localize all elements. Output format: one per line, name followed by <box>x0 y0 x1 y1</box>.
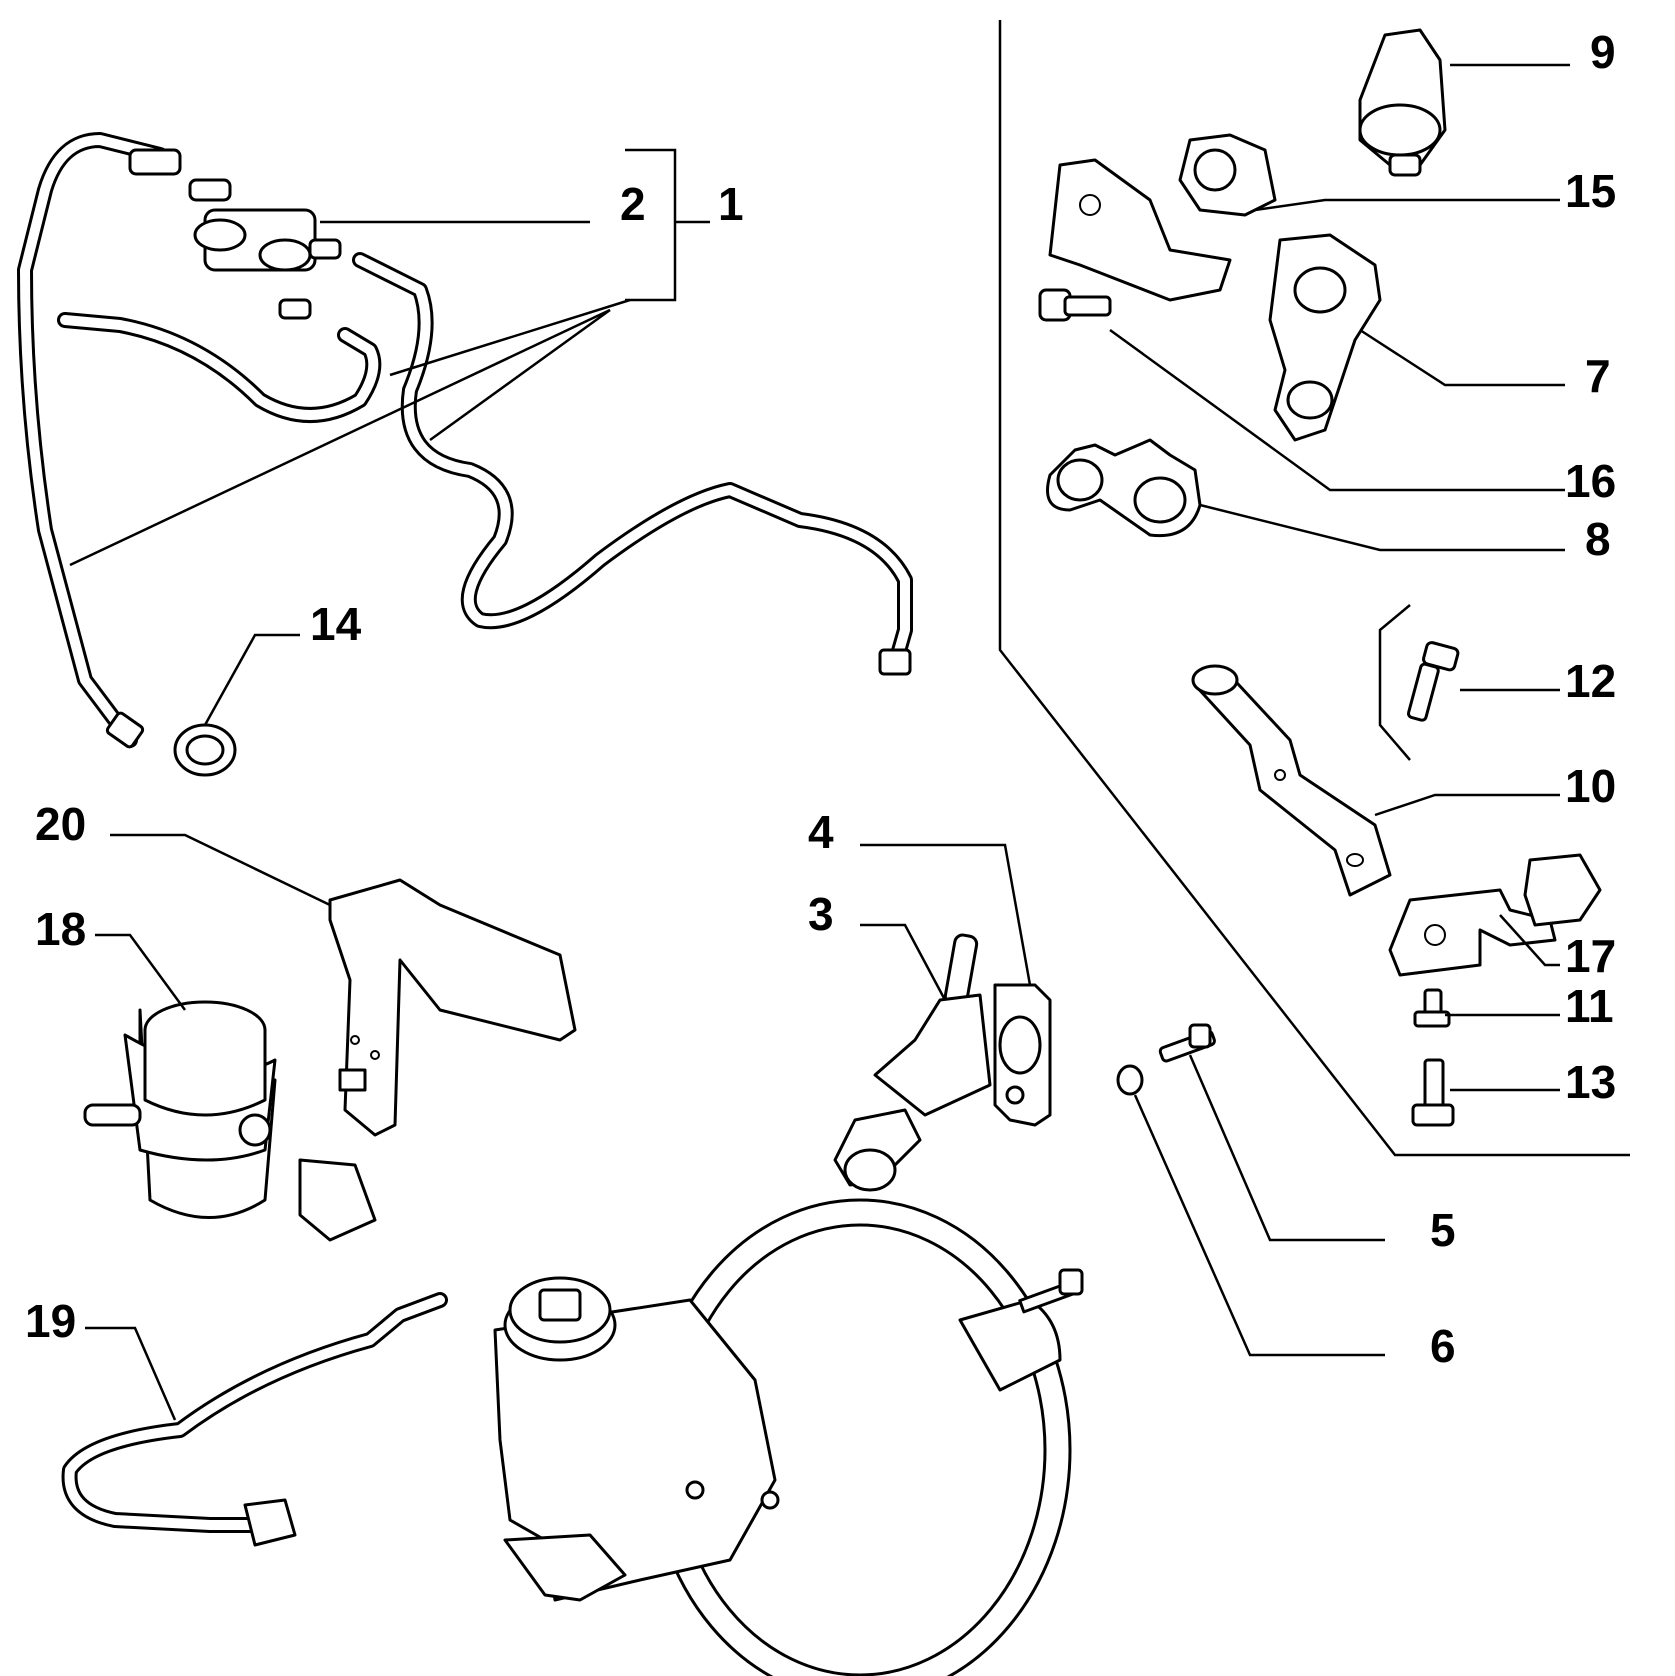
callout-3: 3 <box>808 888 834 940</box>
brake-booster-icon <box>648 1198 1084 1676</box>
callout-11: 11 <box>1565 980 1614 1032</box>
callout-5: 5 <box>1430 1204 1456 1256</box>
pump-bracket-icon <box>110 833 577 1137</box>
o-ring-icon <box>1116 1064 1385 1357</box>
section-divider <box>998 20 1630 1157</box>
callout-14: 14 <box>310 598 362 650</box>
bolt-icon <box>1158 1023 1385 1242</box>
callout-6: 6 <box>1430 1320 1456 1372</box>
check-valve-tee-icon <box>128 148 342 320</box>
pump-hose-icon <box>61 1292 448 1547</box>
callout-7: 7 <box>1585 350 1611 402</box>
bolt-icon <box>1411 1058 1560 1127</box>
callout-2: 2 <box>620 178 646 230</box>
bracket-plate-icon <box>1191 664 1560 897</box>
double-clip-icon <box>1268 233 1565 442</box>
vacuum-connector-icon <box>833 923 992 1192</box>
callout-8: 8 <box>1585 513 1611 565</box>
bolt-icon <box>1406 641 1560 722</box>
clip-bracket-icon <box>1388 853 1602 977</box>
bolt-icon <box>1038 288 1565 492</box>
callout-9: 9 <box>1590 26 1616 78</box>
callout-18: 18 <box>35 903 86 955</box>
callout-13: 13 <box>1565 1056 1616 1108</box>
callout-4: 4 <box>808 806 834 858</box>
vacuum-pump-icon <box>83 933 377 1242</box>
screw-icon <box>1413 988 1560 1028</box>
callout-12: 12 <box>1565 655 1616 707</box>
callout-10: 10 <box>1565 760 1616 812</box>
callout-19: 19 <box>25 1295 76 1347</box>
leader-1-2 <box>69 148 710 567</box>
clip-bracket-icon <box>1048 133 1560 302</box>
callout-1: 1 <box>718 178 744 230</box>
hose-clip-icon <box>1046 438 1565 552</box>
connector-bracket-icon <box>860 843 1052 1127</box>
master-cylinder-icon <box>493 1276 780 1602</box>
vacuum-hose-assembly-icon <box>17 132 913 749</box>
hose-clamp-icon <box>173 633 300 777</box>
callout-17: 17 <box>1565 930 1616 982</box>
callout-labels: 1 2 3 4 5 6 7 8 9 10 11 12 13 14 15 16 1… <box>25 26 1616 1372</box>
push-clip-icon <box>1358 28 1570 177</box>
callout-20: 20 <box>35 798 86 850</box>
callout-16: 16 <box>1565 455 1616 507</box>
callout-15: 15 <box>1565 165 1616 217</box>
